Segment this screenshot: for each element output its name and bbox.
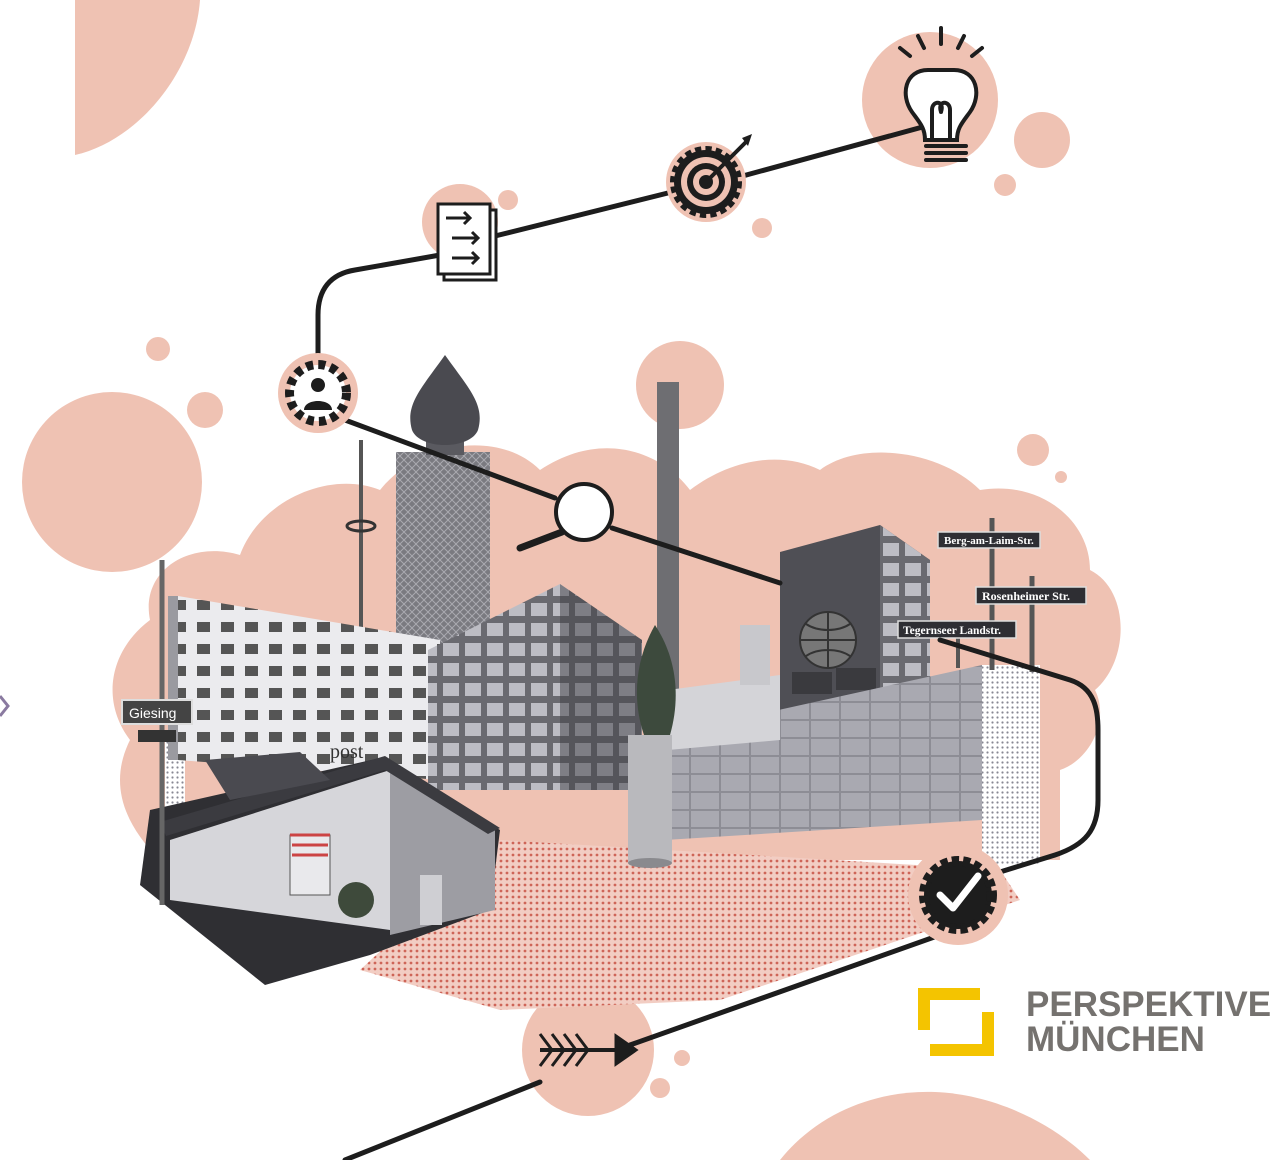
logo-line-2: MÜNCHEN [1026,1020,1205,1059]
logo-mark [918,988,994,1056]
glass-office [428,584,642,790]
list-arrows-icon [436,202,498,282]
maypole [345,440,377,630]
journey-path [315,122,1101,1160]
advertising-column [628,625,676,868]
check-badge-icon [908,845,1008,945]
giesing-sign-text: Giesing [129,705,176,721]
logo-line-1: PERSPEKTIVE [1026,985,1272,1024]
lightbulb-icon [898,26,984,162]
plaza-ground [360,840,1020,1010]
street-sign-rosenheimer: Rosenheimer Str. [982,589,1070,603]
street-sign-poles: Berg-am-Laim-Str. Rosenheimer Str. Teger… [897,518,1087,672]
dotted-facade [982,665,1040,865]
magnifier-icon [516,482,614,552]
church-tower [396,355,490,652]
target-icon [666,134,752,222]
street-sign-tegernseer: Tegernseer Landstr. [903,625,1001,637]
logo-wordmark: PERSPEKTIVE MÜNCHEN [1026,987,1276,1057]
long-glass-building [665,625,982,840]
street-sign-berg-am-laim: Berg-am-Laim-Str. [944,535,1034,547]
post-building-sign: post [330,741,364,763]
giesing-sign: Giesing [121,560,193,905]
arrow-icon [538,1033,639,1067]
person-gear-icon [278,353,358,433]
small-house [140,752,500,985]
office-tower [780,525,930,720]
left-edge-arrow-icon [0,695,10,717]
